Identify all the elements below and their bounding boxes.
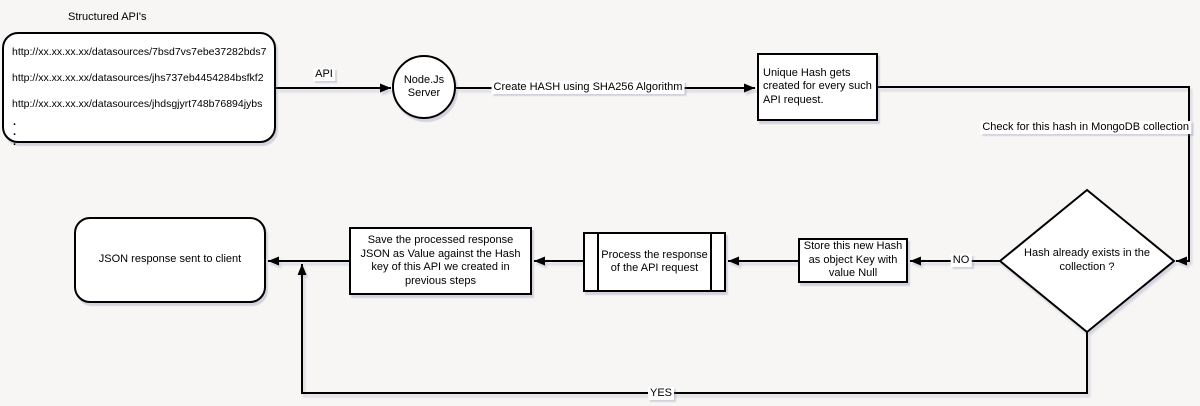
edge-label-no: NO [950, 254, 972, 267]
edge-hash-to-decision [878, 86, 1190, 266]
process-right-bar [710, 233, 712, 291]
node-unique-hash: Unique Hash gets created for every such … [757, 53, 878, 121]
source-url: http://xx.xx.xx.xx/datasources/jhs737eb4… [12, 72, 264, 84]
source-url-list: http://xx.xx.xx.xx/datasources/7bsd7vs7e… [4, 34, 274, 117]
edge-label-check-hash: Check for this hash in MongoDB collectio… [980, 121, 1191, 134]
edge-label-api: API [313, 68, 335, 81]
source-url: http://xx.xx.xx.xx/datasources/7bsd7vs7e… [12, 46, 267, 58]
process-response-label: Process the response of the API request [601, 248, 708, 275]
source-apis-title: Structured API's [68, 11, 147, 23]
node-client-response: JSON response sent to client [74, 217, 266, 303]
edge-label-create-hash: Create HASH using SHA256 Algorithm [491, 81, 685, 94]
edge-decision-yes-loop [297, 264, 1088, 394]
edge-label-yes: YES [647, 387, 675, 400]
process-left-bar [597, 233, 599, 291]
node-nodejs-server: Node.Js Server [392, 55, 456, 119]
source-url: http://xx.xx.xx.xx/datasources/jhdsgjyrt… [12, 98, 263, 110]
source-url-ellipsis: . . . [13, 116, 17, 148]
node-save-response: Save the processed response JSON as Valu… [349, 227, 532, 295]
node-structured-apis: http://xx.xx.xx.xx/datasources/7bsd7vs7e… [2, 32, 276, 148]
node-decision-label: Hash already exists in the collection ? [1024, 247, 1150, 273]
node-process-response: Process the response of the API request [583, 232, 726, 292]
node-store-hash: Store this new Hash as object Key with v… [798, 238, 908, 283]
